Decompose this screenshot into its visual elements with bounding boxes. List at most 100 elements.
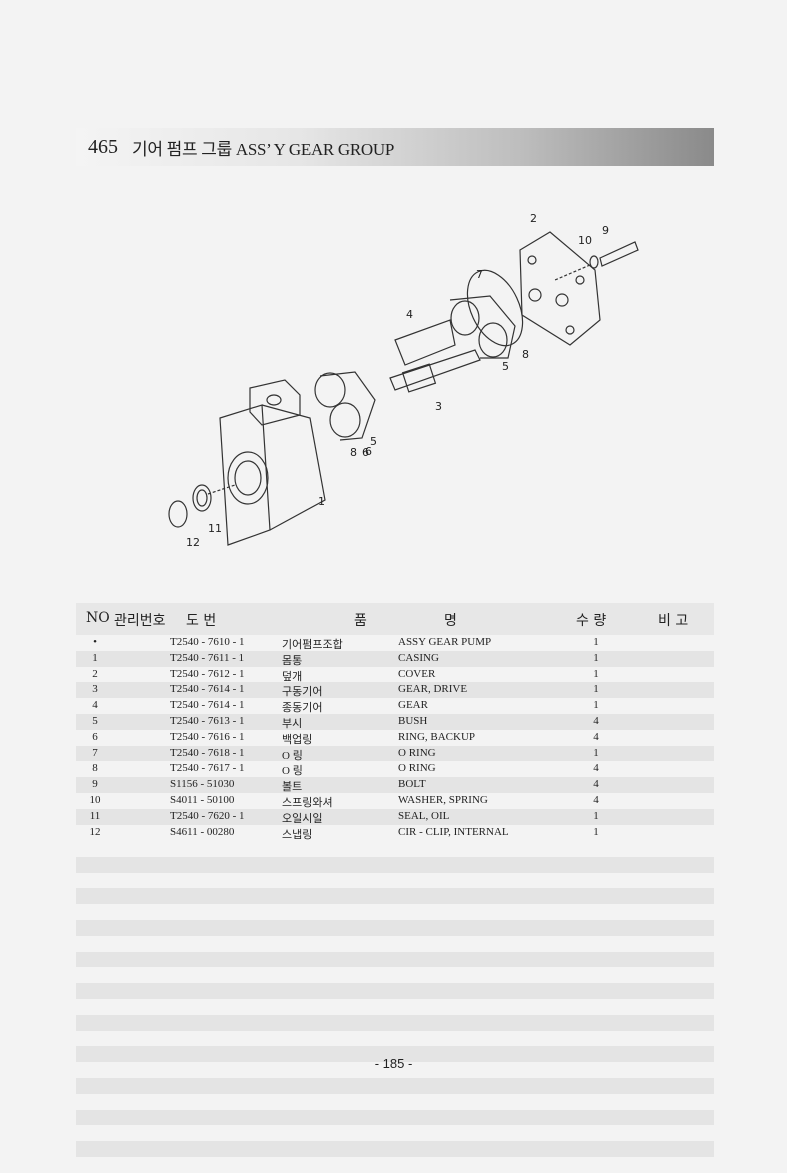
row-drawing-number: T2540 - 7620 - 1 bbox=[170, 809, 245, 822]
header-remark: 비 고 bbox=[658, 613, 689, 629]
row-korean-name: 몸통 bbox=[282, 654, 303, 667]
row-drawing-number: T2540 - 7614 - 1 bbox=[170, 683, 245, 696]
oil-seal bbox=[192, 484, 212, 512]
header-drawing: 도 번 bbox=[186, 613, 217, 629]
table-row: 12 S4611 - 00280 스냅링 CIR - CLIP, INTERNAL 1 bbox=[76, 825, 714, 841]
row-korean-name: 부시 bbox=[282, 717, 303, 730]
callout-10: 10 bbox=[578, 234, 592, 247]
row-korean-name: O 링 bbox=[282, 765, 303, 778]
bush-left-b bbox=[329, 402, 361, 438]
row-english-name: O RING bbox=[398, 746, 436, 759]
table-row: 1 T2540 - 7611 - 1 몸통 CASING 1 bbox=[76, 650, 714, 667]
blank-table-rows bbox=[76, 841, 714, 1173]
row-quantity: 1 bbox=[593, 746, 599, 759]
row-korean-name: 덮개 bbox=[282, 670, 303, 683]
exploded-view-drawing: 1 2 3 4 5 6 7 8 9 10 11 12 5 8 6 bbox=[168, 212, 639, 549]
row-no: 6 bbox=[92, 730, 98, 743]
bush-left-a bbox=[314, 372, 346, 408]
callout-8: 8 bbox=[522, 348, 529, 361]
row-korean-name: O 링 bbox=[282, 749, 303, 762]
row-quantity: 1 bbox=[593, 809, 599, 822]
table-row: 7 T2540 - 7618 - 1 O 링 O RING 1 bbox=[76, 745, 714, 762]
row-quantity: 1 bbox=[593, 651, 599, 664]
bush-right-b bbox=[478, 322, 508, 358]
row-no: • bbox=[93, 636, 97, 648]
header-name: 명 bbox=[444, 613, 457, 629]
row-no: 9 bbox=[92, 778, 98, 791]
row-english-name: ASSY GEAR PUMP bbox=[398, 636, 492, 648]
table-row: • T2540 - 7610 - 1 기어펌프조합 ASSY GEAR PUMP 1 bbox=[76, 635, 714, 651]
exploded-view-diagram: 1 2 3 4 5 6 7 8 9 10 11 12 5 8 6 bbox=[150, 200, 650, 560]
row-quantity: 4 bbox=[593, 730, 599, 743]
row-quantity: 4 bbox=[593, 762, 599, 775]
row-quantity: 1 bbox=[593, 667, 599, 680]
callout-2: 2 bbox=[530, 212, 537, 225]
row-no: 3 bbox=[92, 683, 98, 696]
row-english-name: SEAL, OIL bbox=[398, 809, 450, 822]
bush-right-a bbox=[450, 300, 480, 336]
callout-1: 1 bbox=[318, 495, 325, 508]
row-quantity: 4 bbox=[593, 778, 599, 791]
row-quantity: 1 bbox=[593, 636, 599, 648]
row-no: 4 bbox=[92, 699, 98, 712]
header-part: 품 bbox=[354, 613, 367, 629]
drive-gear-shaft bbox=[389, 349, 481, 391]
callout-6b: 6 bbox=[362, 446, 369, 459]
row-drawing-number: S4611 - 00280 bbox=[170, 825, 235, 838]
row-korean-name: 오일시일 bbox=[282, 812, 323, 825]
row-no: 1 bbox=[92, 651, 98, 664]
parts-table: NO 관리번호 도 번 품 명 수 량 비 고 • T2540 - 7610 - … bbox=[76, 603, 714, 841]
row-korean-name: 볼트 bbox=[282, 781, 303, 794]
section-number: 465 bbox=[88, 135, 118, 158]
row-quantity: 1 bbox=[593, 683, 599, 696]
row-no: 12 bbox=[89, 825, 101, 838]
row-no: 10 bbox=[89, 793, 101, 806]
callout-5b: 5 bbox=[370, 435, 377, 448]
header-qty: 수 량 bbox=[576, 613, 607, 629]
row-drawing-number: T2540 - 7618 - 1 bbox=[170, 746, 245, 759]
row-drawing-number: T2540 - 7616 - 1 bbox=[170, 730, 245, 743]
row-korean-name: 종동기어 bbox=[282, 702, 323, 715]
row-quantity: 4 bbox=[593, 714, 599, 727]
row-korean-name: 스프링와셔 bbox=[282, 796, 333, 809]
callout-11: 11 bbox=[208, 522, 222, 535]
callout-5: 5 bbox=[502, 360, 509, 373]
row-drawing-number: T2540 - 7610 - 1 bbox=[170, 636, 245, 648]
pump-cover bbox=[519, 231, 601, 346]
header-mgmt: 관리번호 bbox=[114, 613, 166, 629]
callout-9: 9 bbox=[602, 224, 609, 237]
driven-gear bbox=[394, 319, 456, 366]
row-english-name: BUSH bbox=[398, 714, 428, 727]
row-quantity: 1 bbox=[593, 825, 599, 838]
header-no: NO bbox=[86, 610, 110, 626]
callout-7: 7 bbox=[476, 268, 483, 281]
row-drawing-number: T2540 - 7617 - 1 bbox=[170, 762, 245, 775]
row-korean-name: 기어펌프조합 bbox=[282, 639, 343, 651]
row-no: 2 bbox=[92, 667, 98, 680]
row-korean-name: 스냅링 bbox=[282, 828, 313, 841]
callout-3: 3 bbox=[435, 400, 442, 413]
row-english-name: CIR - CLIP, INTERNAL bbox=[398, 825, 509, 838]
row-english-name: CASING bbox=[398, 651, 439, 664]
row-korean-name: 백업링 bbox=[282, 733, 313, 746]
o-ring-large bbox=[466, 269, 524, 347]
section-title-bar: 465 기어 펌프 그룹 ASS’ Y GEAR GROUP bbox=[76, 128, 714, 166]
row-no: 7 bbox=[92, 746, 98, 759]
row-drawing-number: T2540 - 7611 - 1 bbox=[170, 651, 245, 664]
row-english-name: RING, BACKUP bbox=[398, 730, 476, 743]
spring-washer bbox=[589, 255, 599, 269]
row-no: 11 bbox=[89, 809, 101, 822]
row-no: 5 bbox=[92, 714, 98, 727]
callout-8b: 8 bbox=[350, 446, 357, 459]
callout-6: 6 bbox=[365, 445, 372, 458]
snap-ring bbox=[168, 500, 188, 528]
casing-flange bbox=[219, 404, 271, 546]
